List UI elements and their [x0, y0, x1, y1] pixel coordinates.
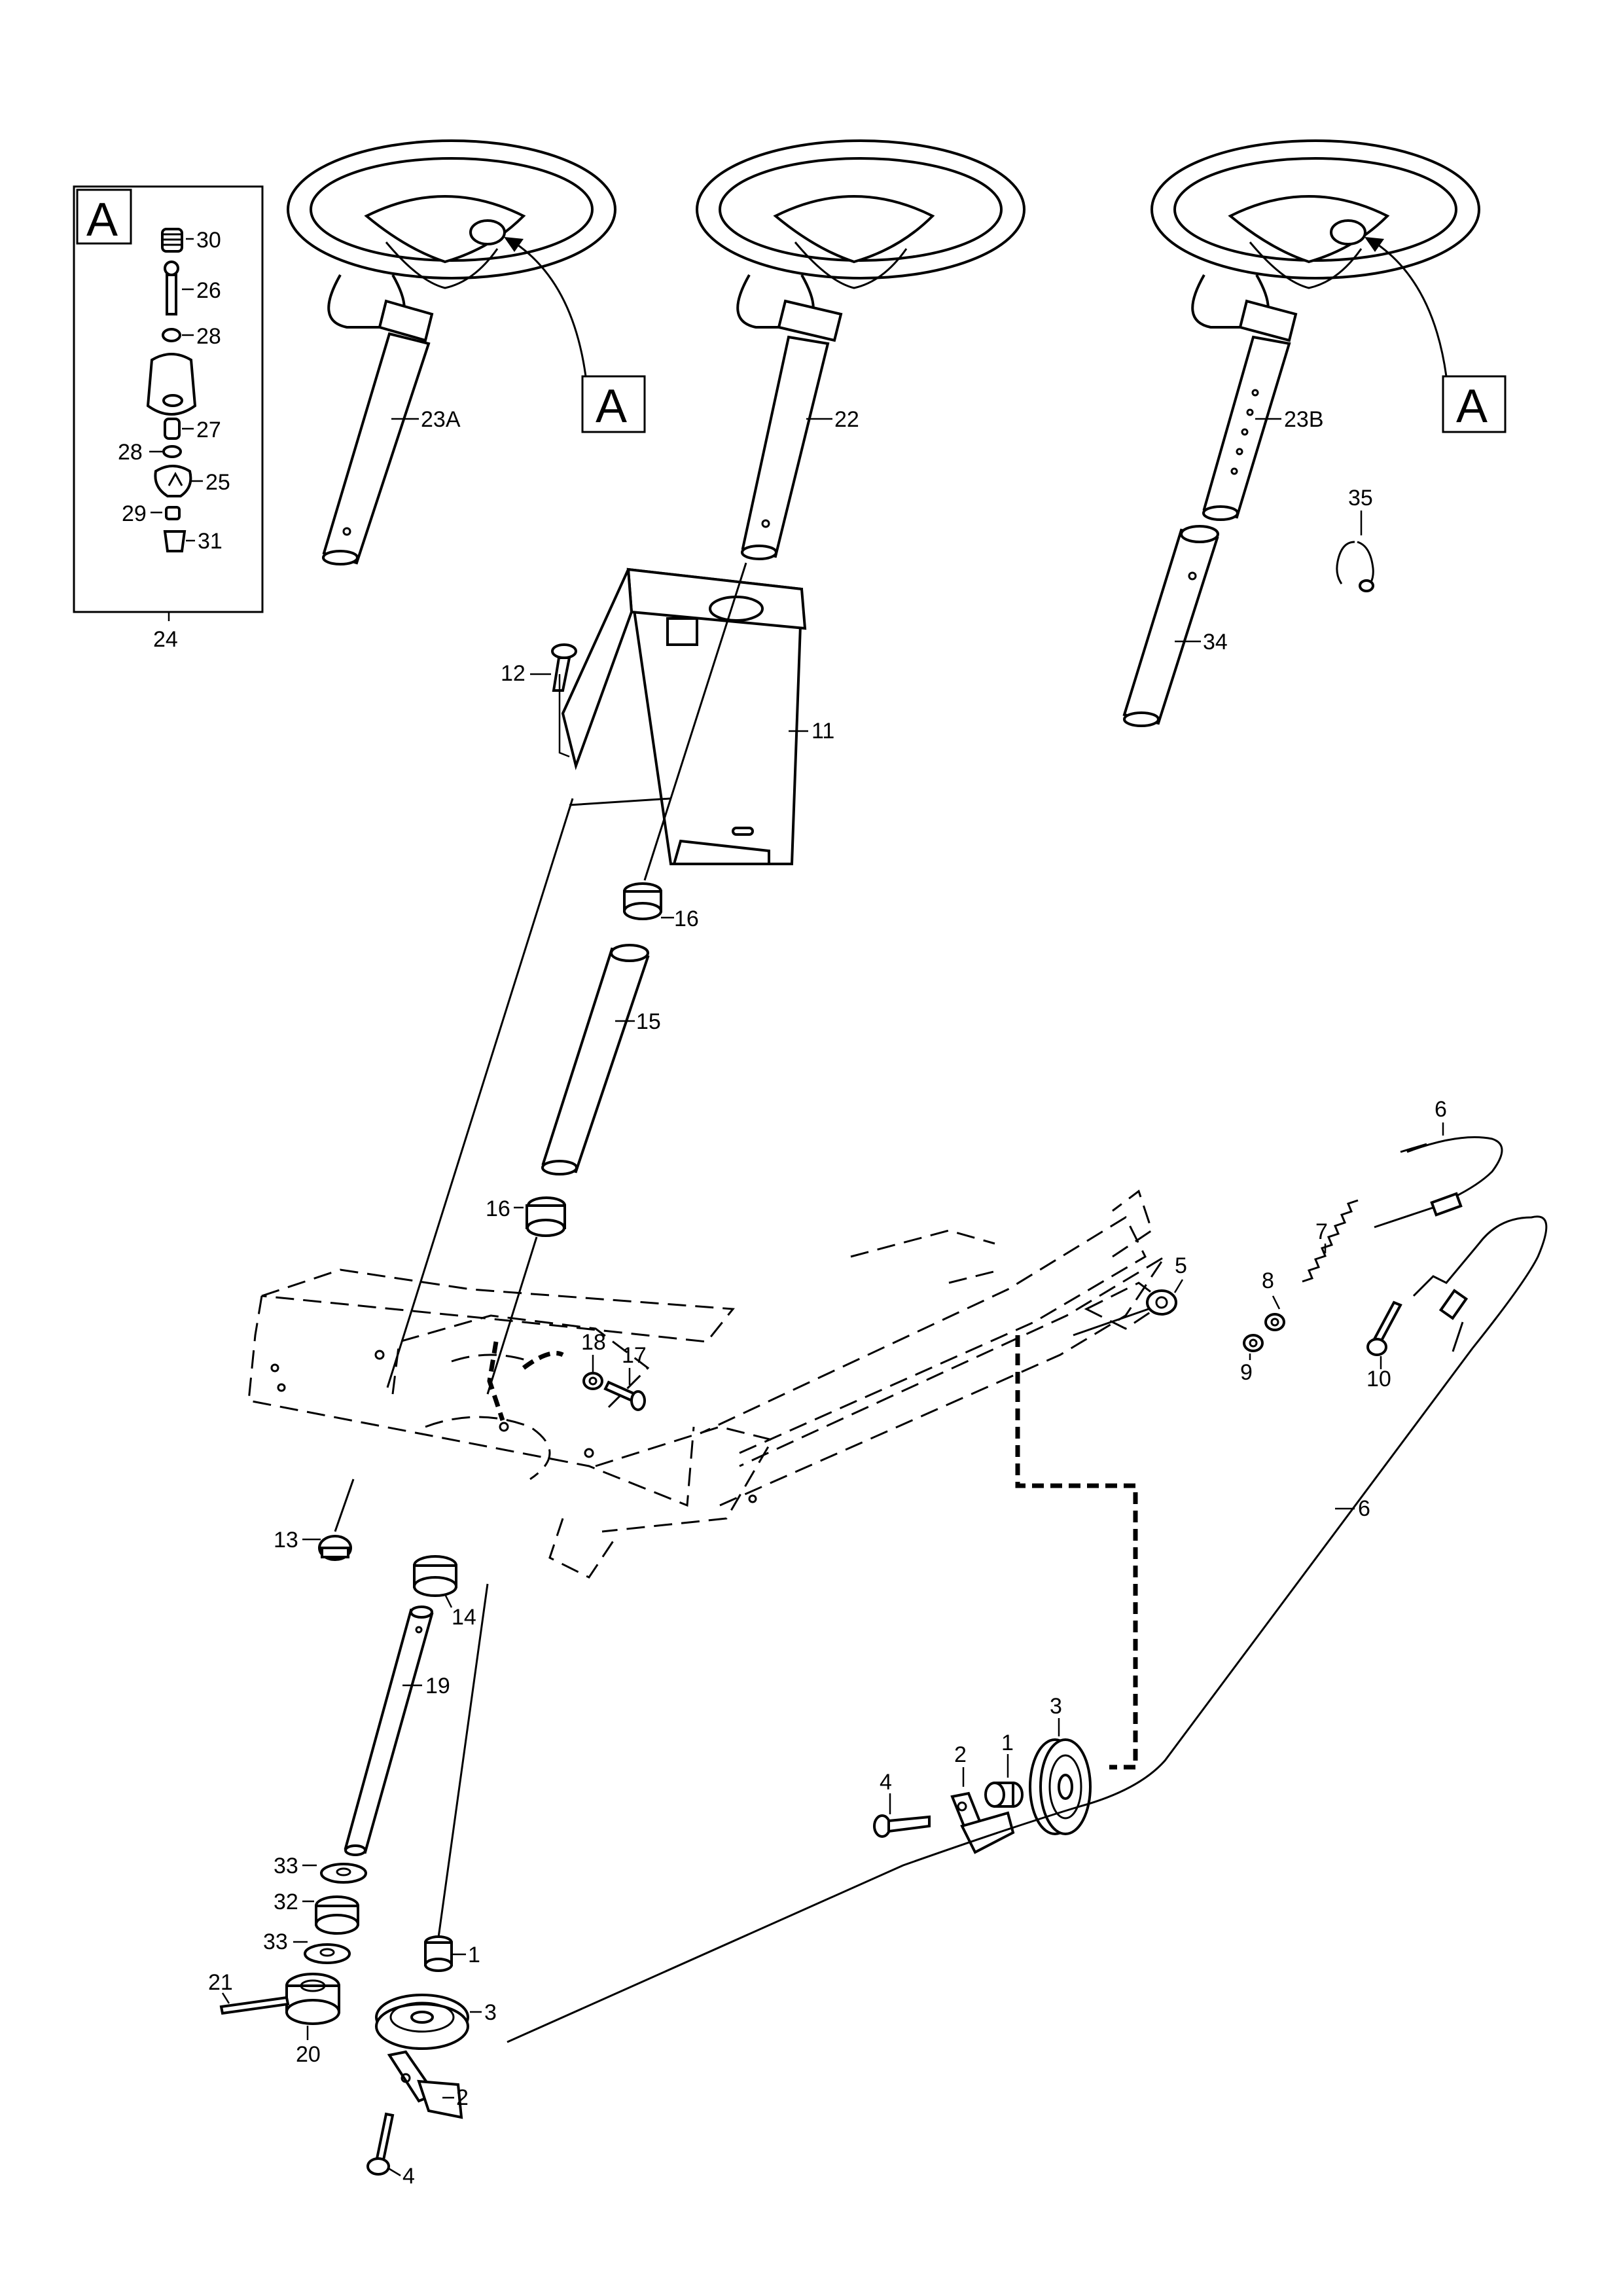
callout-33-upper: 33	[274, 1854, 298, 1878]
steering-wheel-23b	[1150, 139, 1480, 521]
callout-25: 25	[205, 470, 230, 495]
callout-5: 5	[1175, 1253, 1187, 1278]
pulley-hub-20	[285, 1973, 340, 2025]
callout-3-upper: 3	[1050, 1694, 1062, 1719]
callout-2-lower: 2	[456, 2085, 469, 2110]
clip-35	[1336, 541, 1374, 592]
knob-body	[146, 353, 197, 416]
callout-26: 26	[196, 278, 221, 303]
nut-29	[165, 506, 181, 520]
cable-6	[507, 1136, 1548, 2043]
detail-a-marker-left-label: A	[596, 380, 627, 433]
spring-7	[1302, 1199, 1359, 1283]
callout-19: 19	[425, 1674, 450, 1698]
tube-15	[541, 944, 650, 1175]
callout-30: 30	[196, 228, 221, 253]
bolt-4-upper	[873, 1814, 931, 1838]
callout-4-lower: 4	[402, 2164, 415, 2189]
detail-a-label: A	[86, 194, 118, 246]
pin-21	[219, 1996, 290, 2015]
washer-18	[582, 1372, 603, 1390]
callout-14: 14	[452, 1605, 476, 1630]
bolt-4-lower	[366, 2112, 395, 2176]
callout-4-upper: 4	[880, 1770, 892, 1795]
washer-33-upper	[320, 1863, 367, 1884]
bolt-10	[1366, 1300, 1402, 1356]
callout-20: 20	[296, 2042, 321, 2067]
nut-5	[1146, 1289, 1177, 1316]
callout-31: 31	[198, 529, 223, 554]
shaft-19	[344, 1605, 434, 1856]
steering-wheel-23a	[287, 139, 616, 565]
callout-33-lower: 33	[263, 1929, 288, 1954]
callout-22: 22	[834, 407, 859, 432]
callout-23b: 23B	[1284, 407, 1324, 432]
callout-32: 32	[274, 1890, 298, 1914]
knob-cap-30	[161, 228, 183, 253]
callout-24: 24	[153, 627, 178, 652]
dash-bracket-11	[561, 567, 807, 865]
washer-28-upper	[162, 328, 181, 342]
callout-17: 17	[622, 1343, 647, 1368]
bolt-12	[551, 643, 577, 692]
callout-7: 7	[1315, 1219, 1328, 1244]
callout-9: 9	[1240, 1360, 1253, 1385]
callout-16-lower: 16	[486, 1196, 510, 1221]
detail-a-marker-left: A	[581, 375, 646, 433]
pulley-3-lower	[375, 1994, 469, 2050]
spacer-27	[164, 418, 181, 440]
bracket-2-lower	[387, 2050, 463, 2119]
callout-23a: 23A	[421, 407, 461, 432]
callout-3-lower: 3	[484, 2000, 497, 2025]
washer-8	[1264, 1313, 1285, 1331]
steering-wheel-22	[696, 139, 1026, 560]
bolt-17	[603, 1380, 646, 1411]
detail-a-inset: A 30 26 28 27 28 25 29 31 24	[73, 185, 264, 652]
nut-13	[318, 1535, 352, 1561]
callout-35: 35	[1348, 486, 1373, 511]
callout-6-top: 6	[1435, 1097, 1447, 1122]
callout-15: 15	[636, 1009, 661, 1034]
bracket-2-upper	[950, 1791, 1015, 1854]
cam-25	[154, 465, 192, 497]
extension-tube-34	[1122, 525, 1219, 727]
callout-1-upper: 1	[1001, 1731, 1014, 1755]
callout-6-right: 6	[1358, 1496, 1370, 1521]
nut-9	[1243, 1334, 1264, 1352]
bushing-16-lower	[526, 1196, 566, 1237]
callout-16-upper: 16	[674, 906, 699, 931]
washer-33-lower	[304, 1943, 351, 1964]
callout-8: 8	[1262, 1268, 1274, 1293]
bearing-32	[315, 1895, 359, 1935]
callout-27: 27	[196, 418, 221, 442]
callout-28-upper: 28	[196, 324, 221, 349]
spacer-1-upper	[984, 1782, 1024, 1808]
callout-21: 21	[208, 1970, 233, 1995]
frame-outline	[247, 1189, 1167, 1579]
detail-a-marker-right: A	[1442, 375, 1507, 433]
bolt-26	[164, 260, 179, 315]
bushing-14	[413, 1555, 457, 1597]
spacer-1-lower	[424, 1935, 453, 1972]
bushing-16-upper	[623, 882, 662, 920]
callout-34: 34	[1203, 630, 1228, 655]
callout-18: 18	[581, 1330, 606, 1355]
callout-2-upper: 2	[954, 1742, 967, 1767]
cap-31	[163, 530, 187, 552]
callout-1-lower: 1	[468, 1943, 480, 1967]
callout-11: 11	[812, 719, 834, 744]
washer-28-lower	[162, 445, 182, 458]
callout-28-lower: 28	[118, 440, 143, 465]
callout-10: 10	[1366, 1367, 1391, 1391]
detail-a-marker-right-label: A	[1456, 380, 1488, 433]
callout-29: 29	[122, 501, 147, 526]
callout-12: 12	[501, 661, 526, 686]
callout-13: 13	[274, 1528, 298, 1552]
